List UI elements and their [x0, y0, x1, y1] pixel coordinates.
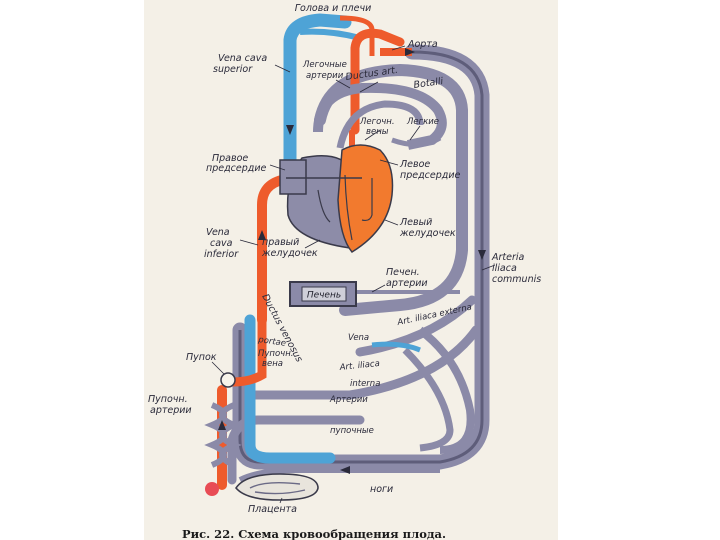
label-iliaca-2: iliaca [492, 263, 517, 274]
leader-navel [212, 362, 224, 374]
label-navel: Пупок [186, 352, 217, 363]
label-umb-vein-2: вена [262, 359, 283, 369]
leader-rv [305, 240, 320, 248]
head-return-vessel [300, 32, 360, 38]
label-pulm-veins-1: Легочн. [359, 117, 395, 127]
heart [280, 145, 393, 252]
label-rv-2: желудочек [261, 248, 318, 259]
label-arteries: Артерии [329, 395, 368, 405]
label-umb-vein-1: Пупочн. [258, 349, 293, 359]
label-rv-1: правый [262, 237, 299, 248]
label-right-atrium-2: предсердие [206, 163, 266, 174]
label-left-atrium-2: предсердие [400, 170, 460, 181]
label-ivc-3: inferior [204, 249, 239, 260]
label-ivc-1: Vena [206, 227, 230, 238]
label-iliaca-3: communis [492, 274, 541, 285]
placenta-cord-end [205, 482, 219, 496]
leader-lv [385, 220, 398, 225]
label-placenta: Плацента [248, 504, 297, 515]
navel-ring [221, 373, 235, 387]
label-lungs: Легкие [406, 117, 439, 127]
label-pulm-veins-2: вены [366, 127, 389, 137]
right-atrium-box [280, 160, 306, 194]
label-left-atrium-1: Левое [399, 159, 430, 170]
label-art-iliaca-interna-1: Art. iliaca [338, 359, 380, 373]
label-svc-2: superior [213, 64, 253, 75]
label-vena-portae-1: Vena [348, 333, 369, 343]
figure-caption: Рис. 22. Схема кровообращения плода. [182, 527, 446, 540]
label-head: Голова и плечи [295, 3, 372, 14]
label-pulm-art-1: Легочные [302, 60, 347, 70]
label-hepatic-1: Печен. [386, 267, 420, 278]
label-ivc-2: cava [210, 238, 233, 249]
label-umbilical: пупочные [330, 426, 374, 436]
label-aorta: Аорта [407, 39, 438, 50]
liver-label: Печень [307, 291, 341, 301]
leader-ivc [240, 240, 258, 245]
label-pulm-art-2: артерии [306, 71, 344, 81]
label-ductus-2: Botalli [413, 76, 444, 91]
label-svc-1: Vena cava [218, 53, 267, 64]
placenta-shape [236, 474, 318, 500]
label-umb-arteries-2: артерии [150, 405, 192, 416]
label-lv-1: Левый [399, 217, 432, 228]
label-art-iliaca-interna-2: interna [350, 379, 380, 389]
label-lv-2: желудочек [399, 228, 456, 239]
label-iliaca-1: Arteria [491, 252, 525, 263]
label-hepatic-2: артерии [386, 278, 428, 289]
label-legs: ноги [370, 484, 393, 495]
label-umb-arteries-1: Пупочн. [148, 394, 188, 405]
